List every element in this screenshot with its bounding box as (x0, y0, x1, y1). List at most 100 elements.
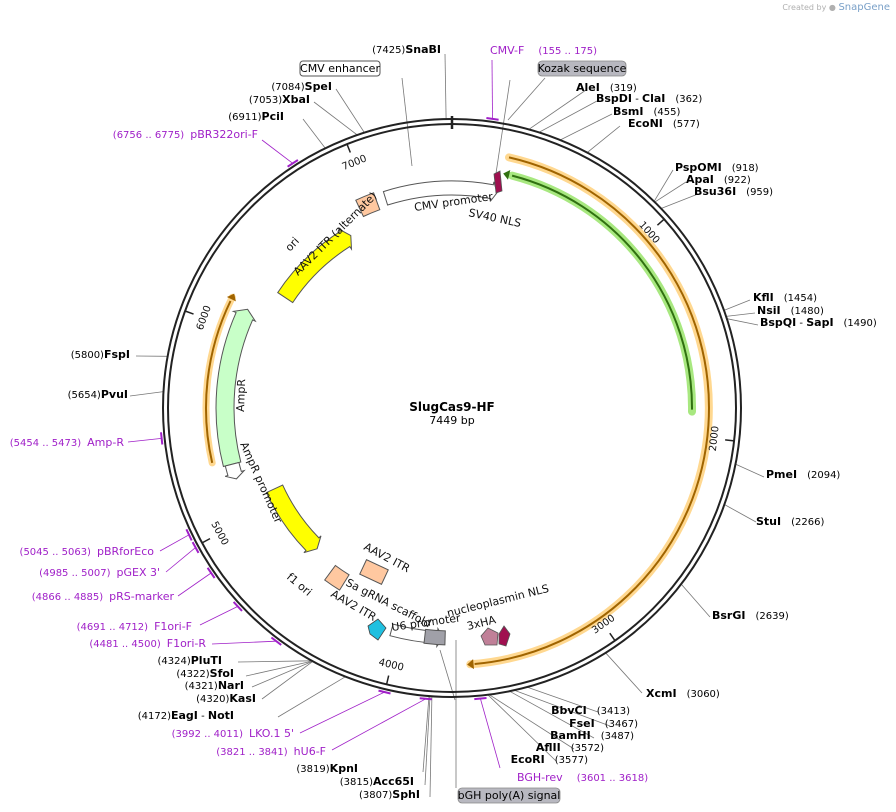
enzyme-leader-line (251, 660, 313, 688)
enzyme-label: AleI (319) (576, 81, 637, 94)
cds-arc-glow (466, 153, 713, 669)
primer-leader-line (480, 698, 501, 769)
green-arc (511, 174, 694, 410)
enzyme-name: EcoNI (628, 117, 663, 130)
label-ampr: AmpR (234, 378, 248, 412)
enzyme-label: (4172)EagI - NotI (138, 709, 234, 722)
tick-marks (184, 116, 735, 685)
tick-mark (346, 143, 352, 153)
enzyme-name: XbaI (282, 93, 310, 106)
left-arc (205, 300, 232, 464)
enzyme-label: KflI(1454) (753, 291, 817, 304)
enzyme-leader-line (444, 53, 447, 120)
enzyme-label: BamHI(3487) (550, 729, 634, 742)
enzyme-position: (7053) (249, 95, 282, 106)
enzyme-position: (3577) (555, 755, 588, 766)
primer-name: Amp-R (87, 436, 124, 449)
primer-label: (3821 .. 3841)hU6-F (216, 745, 326, 758)
primer-leader-line (299, 691, 385, 734)
enzyme-leader-line (660, 193, 699, 209)
enzyme-position: (3572) (571, 743, 604, 754)
enzyme-position: (3807) (359, 790, 392, 801)
enzyme-leader-line (538, 100, 598, 133)
cds-arc (474, 156, 710, 665)
primer-name: CMV-F (490, 44, 524, 57)
primer-name: pRS-marker (109, 590, 174, 603)
enzyme-name: PciI (262, 110, 284, 123)
label-ori: ori (283, 235, 302, 254)
enzyme-leader-line (488, 694, 575, 750)
enzyme-leader-line (653, 169, 674, 202)
green-arc-arrow-head (503, 170, 511, 180)
plasmid-name: SlugCas9-HF (409, 400, 495, 414)
enzyme-position: (959) (746, 187, 773, 198)
primer-position: (5045 .. 5063) (20, 547, 92, 558)
enzyme-leader-line (302, 118, 326, 149)
enzyme-leader-line (514, 689, 611, 727)
primer-leader-line (199, 606, 238, 626)
enzyme-name: ClaI (642, 92, 665, 105)
primer-position: (3601 .. 3618) (577, 773, 649, 784)
dash: - (632, 94, 642, 105)
enzyme-label: (6911)PciI (228, 110, 284, 123)
enzyme-position: (319) (610, 83, 637, 94)
bgh-polya-label: bGH poly(A) signal (457, 787, 561, 804)
primer-position: (3992 .. 4011) (172, 729, 244, 740)
kozak-sequence-text: Kozak sequence (538, 62, 627, 75)
primer-name: pBRforEco (97, 545, 154, 558)
enzyme-name: PluTI (191, 654, 222, 667)
enzyme-label: Bsu36I(959) (694, 185, 773, 198)
dash: - (796, 318, 806, 329)
enzyme-label: (4321)NarI (185, 679, 244, 692)
enzyme-position: (3815) (340, 777, 373, 788)
primer-mark (287, 159, 299, 168)
enzyme-name: NotI (208, 709, 234, 722)
enzyme-name: StuI (756, 515, 781, 528)
primer-label: (3992 .. 4011)LKO.1 5' (172, 727, 294, 740)
enzyme-name: AflII (536, 741, 561, 754)
primer-leader-line (165, 547, 196, 573)
feature-leader-line (507, 77, 546, 121)
enzyme-leader-line (245, 660, 313, 677)
enzyme-label: BbvCI(3413) (551, 704, 630, 717)
primer-mark (419, 697, 432, 701)
enzyme-leader-line (422, 696, 430, 773)
enzyme-position: (4322) (176, 669, 209, 680)
enzyme-position: (1454) (784, 293, 817, 304)
enzyme-label: (7053)XbaI (249, 93, 310, 106)
enzyme-name: NarI (218, 679, 244, 692)
enzyme-name: SphI (392, 788, 420, 801)
plasmid-length: 7449 bp (429, 414, 474, 427)
primer-name: F1ori-F (154, 620, 192, 633)
ha-tag-arrow (480, 627, 499, 646)
primer-leader-line (159, 534, 190, 552)
enzyme-position: (3487) (601, 731, 634, 742)
primer-leader-line (491, 59, 493, 119)
enzyme-label: (3807)SphI (359, 788, 420, 801)
primer-mark (191, 541, 200, 554)
nucleoplasmin-nls-marker (498, 625, 511, 647)
enzyme-labels: (7425)SnaBI(7084)SpeI(7053)XbaI(6911)Pci… (68, 43, 877, 801)
enzyme-name: EcoRI (511, 753, 545, 766)
tick-mark (385, 675, 390, 685)
primer-label: CMV-F(155 .. 175) (490, 44, 597, 57)
primer-position: (3821 .. 3841) (216, 747, 288, 758)
enzyme-name: EagI (171, 709, 198, 722)
enzyme-leader-line (424, 696, 431, 786)
primer-mark (486, 117, 499, 121)
cmv-enhancer-text: CMV enhancer (300, 62, 380, 75)
primer-position: (6756 .. 6775) (113, 130, 185, 141)
primer-marks (127, 59, 501, 769)
sa-grna-scaffold-arrow (367, 618, 387, 641)
primer-leader-line (261, 139, 293, 164)
enzyme-name: AleI (576, 81, 600, 94)
enzyme-leader-line (509, 690, 595, 739)
sv40-nls-marker (493, 170, 503, 194)
enzyme-label: EcoRI (3577) (511, 753, 589, 766)
primer-mark (160, 432, 164, 445)
label-ampr-promoter: AmpR promoter (237, 440, 285, 526)
enzyme-leader-line (654, 181, 687, 203)
enzyme-position: (5800) (71, 350, 104, 361)
enzyme-position: (3060) (687, 689, 720, 700)
tick-mark (201, 537, 211, 544)
